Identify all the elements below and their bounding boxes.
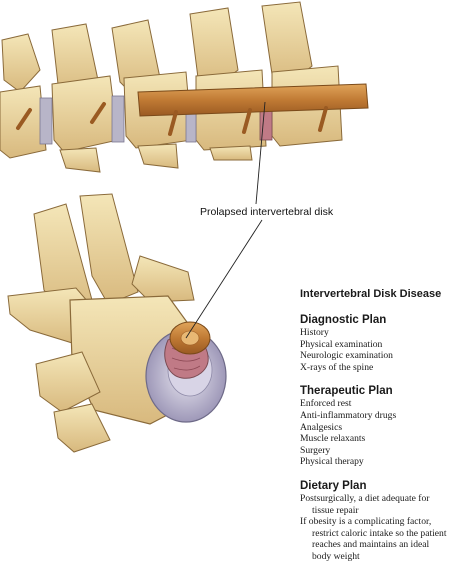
list-item: History	[300, 327, 329, 338]
lower-vertebra-section	[7, 193, 227, 453]
list-item: Physical therapy	[300, 456, 364, 468]
nerve-root-4	[16, 108, 32, 130]
transverse-process-1	[59, 147, 101, 173]
nerve-root-5	[90, 102, 106, 124]
list-item: Analgesics	[300, 421, 343, 433]
prolapsed-disk-label: Prolapsed intervertebral disk	[200, 206, 334, 218]
list-item: Postsurgically, a diet adequate for tiss…	[300, 492, 430, 516]
section-diagnostic-plan: Diagnostic Plan History Physical examina…	[300, 314, 450, 373]
callout-line-upper	[255, 101, 266, 205]
nerve-root-2	[242, 108, 252, 134]
list-item: Anti-inflammatory drugs	[300, 409, 397, 421]
list-item: If obesity is a complicating factor, res…	[300, 516, 447, 562]
nerve-root-1	[168, 110, 178, 136]
list-item: Neurologic examination	[300, 350, 393, 362]
list-item: X-rays of the spine	[300, 361, 374, 373]
section-title: Dietary Plan	[300, 479, 367, 492]
transverse-process-2	[137, 143, 179, 169]
vertebral-body-2	[51, 75, 119, 153]
panel-title: Intervertebral Disk Disease	[300, 288, 442, 300]
section-dietary-plan: Dietary Plan Postsurgically, a diet adeq…	[300, 480, 450, 563]
info-panel: Intervertebral Disk Disease Diagnostic P…	[300, 288, 450, 575]
spinous-process-1	[1, 33, 41, 93]
callout-line-lower	[185, 219, 263, 339]
intervertebral-disk-2	[111, 95, 125, 143]
lower-process-1	[35, 351, 101, 413]
list-item: Muscle relaxants	[300, 433, 366, 445]
list-item: Enforced rest	[300, 398, 352, 410]
section-title: Therapeutic Plan	[300, 385, 393, 398]
section-therapeutic-plan: Therapeutic Plan Enforced rest Anti-infl…	[300, 385, 450, 468]
articular-process	[131, 255, 195, 303]
intervertebral-disk-1	[39, 97, 53, 145]
section-title: Diagnostic Plan	[300, 314, 387, 326]
list-item: Surgery	[300, 444, 331, 456]
lower-process-2	[53, 403, 111, 453]
spinal-cord	[137, 83, 369, 117]
nerve-root-3	[318, 106, 328, 132]
list-item: Physical examination	[300, 338, 383, 350]
transverse-process-3	[209, 145, 253, 161]
upper-spine-section	[0, 1, 369, 173]
